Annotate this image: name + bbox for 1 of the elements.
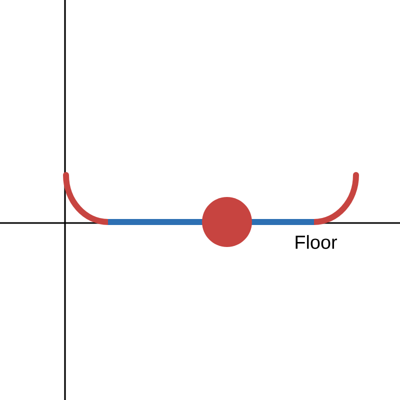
axis-label: Floor [296,235,337,249]
